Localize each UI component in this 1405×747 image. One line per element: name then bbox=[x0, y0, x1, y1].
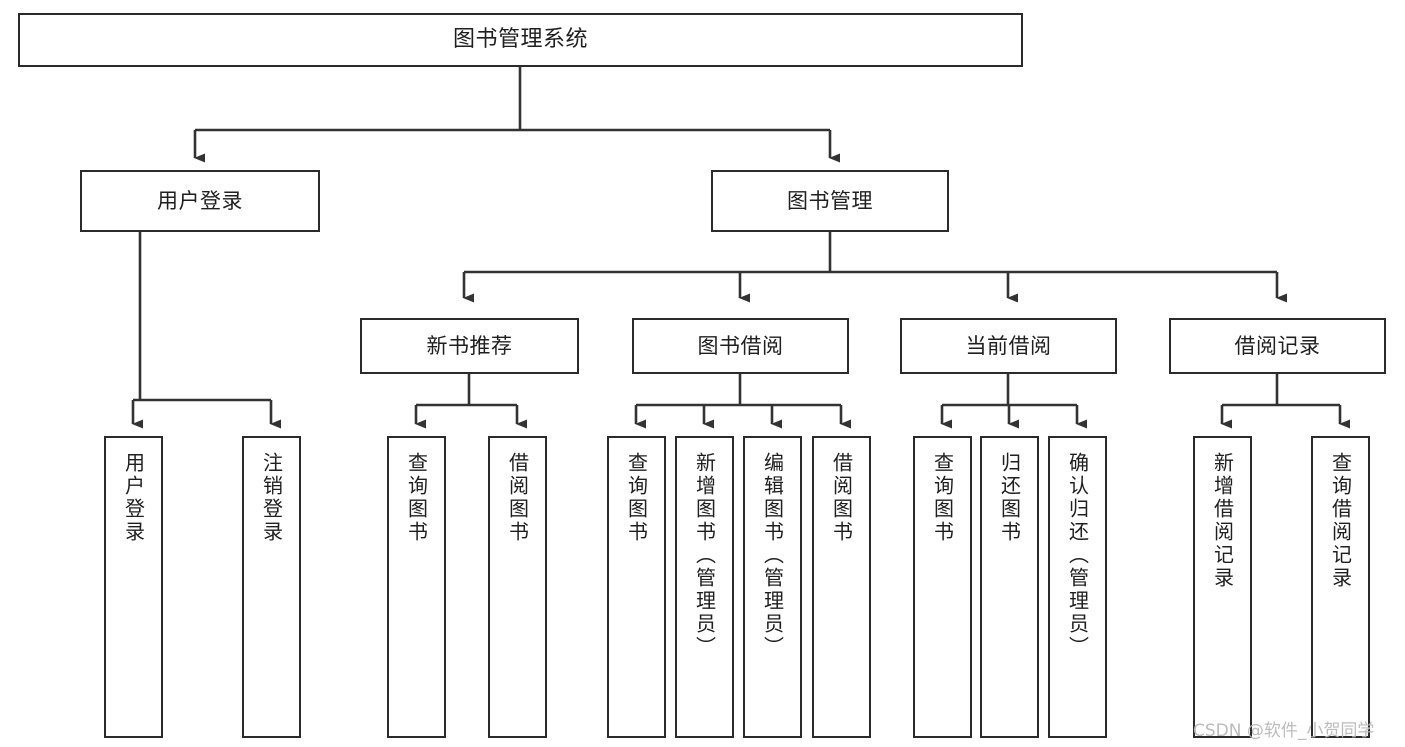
node-new-book-rec-label: 新书推荐 bbox=[426, 333, 513, 358]
node-book-borrow[interactable]: 图书借阅 bbox=[632, 318, 849, 374]
node-borrow-record-label: 借阅记录 bbox=[1234, 333, 1321, 358]
node-leaf-borrow-book-2-label: 借阅图书 bbox=[829, 452, 854, 544]
csdn-watermark: CSDN @软件_小贺同学 bbox=[1193, 721, 1375, 741]
node-leaf-confirm-return-label: 确认归还（管理员） bbox=[1065, 452, 1090, 659]
node-leaf-return-book[interactable]: 归还图书 bbox=[980, 436, 1039, 738]
node-book-manage-label: 图书管理 bbox=[787, 188, 873, 213]
node-leaf-user-login[interactable]: 用户登录 bbox=[104, 436, 163, 738]
node-leaf-add-book-label: 新增图书（管理员） bbox=[692, 452, 717, 659]
node-leaf-logout-label: 注销登录 bbox=[259, 452, 284, 544]
node-leaf-borrow-book-2[interactable]: 借阅图书 bbox=[812, 436, 871, 738]
node-current-borrow-label: 当前借阅 bbox=[965, 333, 1052, 358]
node-leaf-add-book[interactable]: 新增图书（管理员） bbox=[675, 436, 734, 738]
node-leaf-logout[interactable]: 注销登录 bbox=[242, 436, 301, 738]
node-leaf-borrow-book-1[interactable]: 借阅图书 bbox=[488, 436, 547, 738]
node-current-borrow[interactable]: 当前借阅 bbox=[900, 318, 1117, 374]
node-user-login-label: 用户登录 bbox=[157, 188, 243, 213]
node-leaf-query-book-1-label: 查询图书 bbox=[404, 452, 429, 544]
node-book-borrow-label: 图书借阅 bbox=[697, 333, 784, 358]
node-root-label: 图书管理系统 bbox=[452, 27, 588, 53]
node-leaf-query-book-2-label: 查询图书 bbox=[624, 452, 649, 544]
node-leaf-confirm-return[interactable]: 确认归还（管理员） bbox=[1048, 436, 1107, 738]
node-leaf-query-record-label: 查询借阅记录 bbox=[1328, 452, 1353, 590]
node-leaf-query-book-2[interactable]: 查询图书 bbox=[607, 436, 666, 738]
node-leaf-return-book-label: 归还图书 bbox=[997, 452, 1022, 544]
node-leaf-borrow-book-1-label: 借阅图书 bbox=[505, 452, 530, 544]
node-leaf-query-book-3[interactable]: 查询图书 bbox=[913, 436, 972, 738]
node-leaf-edit-book[interactable]: 编辑图书（管理员） bbox=[743, 436, 802, 738]
node-leaf-add-record[interactable]: 新增借阅记录 bbox=[1193, 436, 1252, 738]
node-borrow-record[interactable]: 借阅记录 bbox=[1169, 318, 1386, 374]
node-book-manage[interactable]: 图书管理 bbox=[711, 170, 949, 232]
node-leaf-edit-book-label: 编辑图书（管理员） bbox=[760, 452, 785, 659]
node-leaf-query-record[interactable]: 查询借阅记录 bbox=[1311, 436, 1370, 738]
node-leaf-query-book-1[interactable]: 查询图书 bbox=[387, 436, 446, 738]
node-leaf-user-login-label: 用户登录 bbox=[121, 452, 146, 544]
node-leaf-query-book-3-label: 查询图书 bbox=[930, 452, 955, 544]
node-user-login[interactable]: 用户登录 bbox=[80, 170, 320, 232]
node-leaf-add-record-label: 新增借阅记录 bbox=[1210, 452, 1235, 590]
node-new-book-rec[interactable]: 新书推荐 bbox=[360, 318, 579, 374]
node-root[interactable]: 图书管理系统 bbox=[18, 13, 1023, 67]
